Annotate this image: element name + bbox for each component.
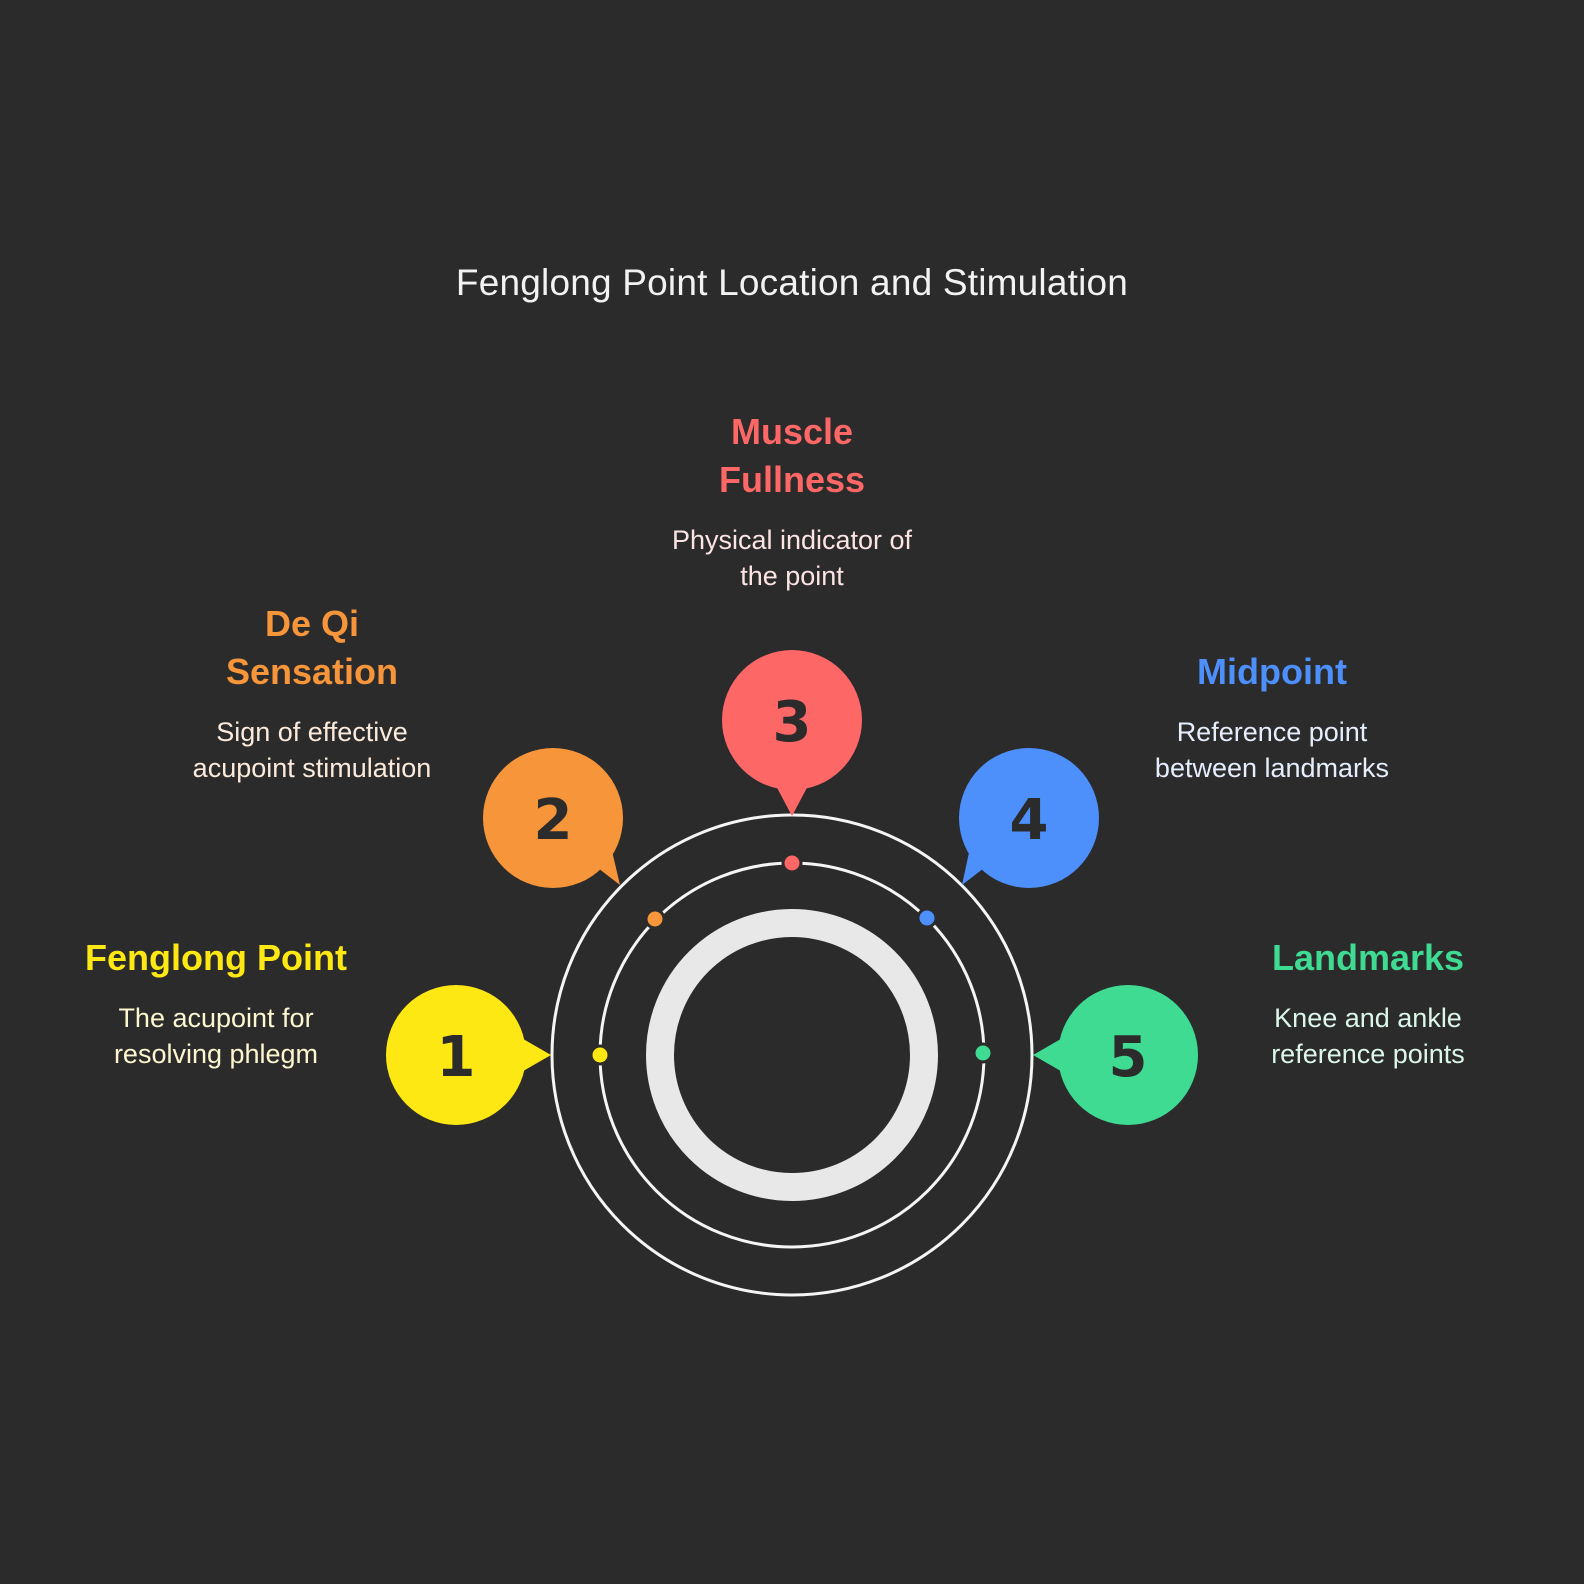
ring-dot-3 [781, 852, 803, 874]
step-bubble-2: 2 [483, 748, 623, 888]
step-desc-3: Physical indicator of the point [671, 525, 913, 591]
ring-dot-4 [916, 907, 938, 929]
step-label-1: Fenglong Point The acupoint for resolvin… [70, 934, 362, 1072]
inner-ring [646, 909, 938, 1201]
step-label-4: Midpoint Reference point between landmar… [1112, 648, 1432, 786]
step-desc-4: Reference point between landmarks [1154, 717, 1390, 783]
step-bubble-3: 3 [722, 650, 862, 816]
step-number-1: 1 [437, 1025, 476, 1090]
step-label-2: De Qi Sensation Sign of effective acupoi… [152, 600, 472, 786]
step-bubble-1: 1 [386, 985, 551, 1125]
step-heading-2: De Qi Sensation [225, 603, 399, 692]
step-heading-5: Landmarks [1271, 937, 1465, 978]
step-desc-2: Sign of effective acupoint stimulation [192, 717, 432, 783]
ring-dot-1 [589, 1044, 611, 1066]
step-number-4: 4 [1010, 788, 1049, 853]
step-bubble-4: 4 [959, 748, 1099, 888]
step-heading-3: Muscle Fullness [718, 411, 866, 500]
step-number-5: 5 [1109, 1025, 1148, 1090]
step-heading-4: Midpoint [1197, 651, 1347, 692]
step-number-2: 2 [534, 788, 573, 853]
step-label-3: Muscle Fullness Physical indicator of th… [632, 408, 952, 594]
outer-ring [550, 813, 1034, 1297]
ring-dot-2 [644, 908, 666, 930]
step-heading-1: Fenglong Point [85, 937, 347, 978]
step-label-5: Landmarks Knee and ankle reference point… [1222, 934, 1514, 1072]
diagram-title: Fenglong Point Location and Stimulation [455, 262, 1129, 303]
step-number-3: 3 [773, 690, 812, 755]
step-desc-5: Knee and ankle reference points [1271, 1003, 1465, 1069]
ring-dot-5 [972, 1042, 994, 1064]
step-desc-1: The acupoint for resolving phlegm [113, 1003, 319, 1069]
step-bubble-5: 5 [1033, 985, 1198, 1125]
